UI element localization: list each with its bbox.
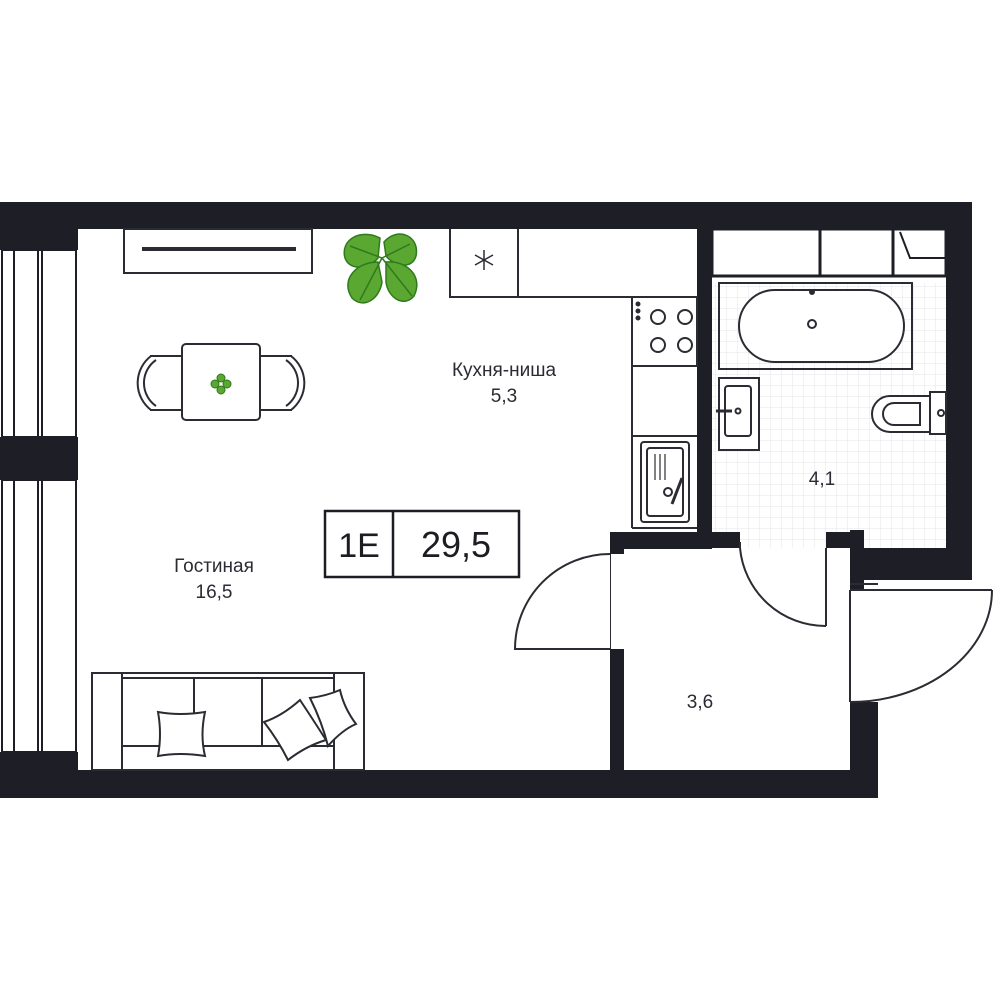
kitchen-sink <box>640 441 690 523</box>
bathroom-area: 4,1 <box>809 469 835 490</box>
doors <box>513 542 993 703</box>
bathtub <box>718 282 913 370</box>
apartment-total-area: 29,5 <box>421 524 491 565</box>
cooktop <box>631 296 698 367</box>
table-plant-icon <box>210 373 232 395</box>
hallway-area: 3,6 <box>687 692 713 713</box>
sofa-pillows <box>156 688 358 762</box>
tv-cabinet <box>123 228 313 274</box>
apartment-type-code: 1E <box>338 527 380 565</box>
left-windows <box>1 249 77 753</box>
kitchen-area: 5,3 <box>491 386 517 407</box>
living-room-area: 16,5 <box>196 582 233 603</box>
bathroom-sink <box>716 377 760 451</box>
toilet <box>871 391 947 435</box>
kitchen-name: Кухня-ниша <box>452 360 557 381</box>
apartment-badge: 1E 29,5 <box>323 509 521 579</box>
fridge-snowflake-icon <box>474 250 494 270</box>
bathroom-shelf <box>710 227 948 278</box>
bathroom-shelf-fill <box>712 229 946 276</box>
walls <box>0 202 972 798</box>
living-room-name: Гостиная <box>174 556 254 577</box>
plant-icon <box>343 233 418 304</box>
sofa <box>91 672 365 771</box>
